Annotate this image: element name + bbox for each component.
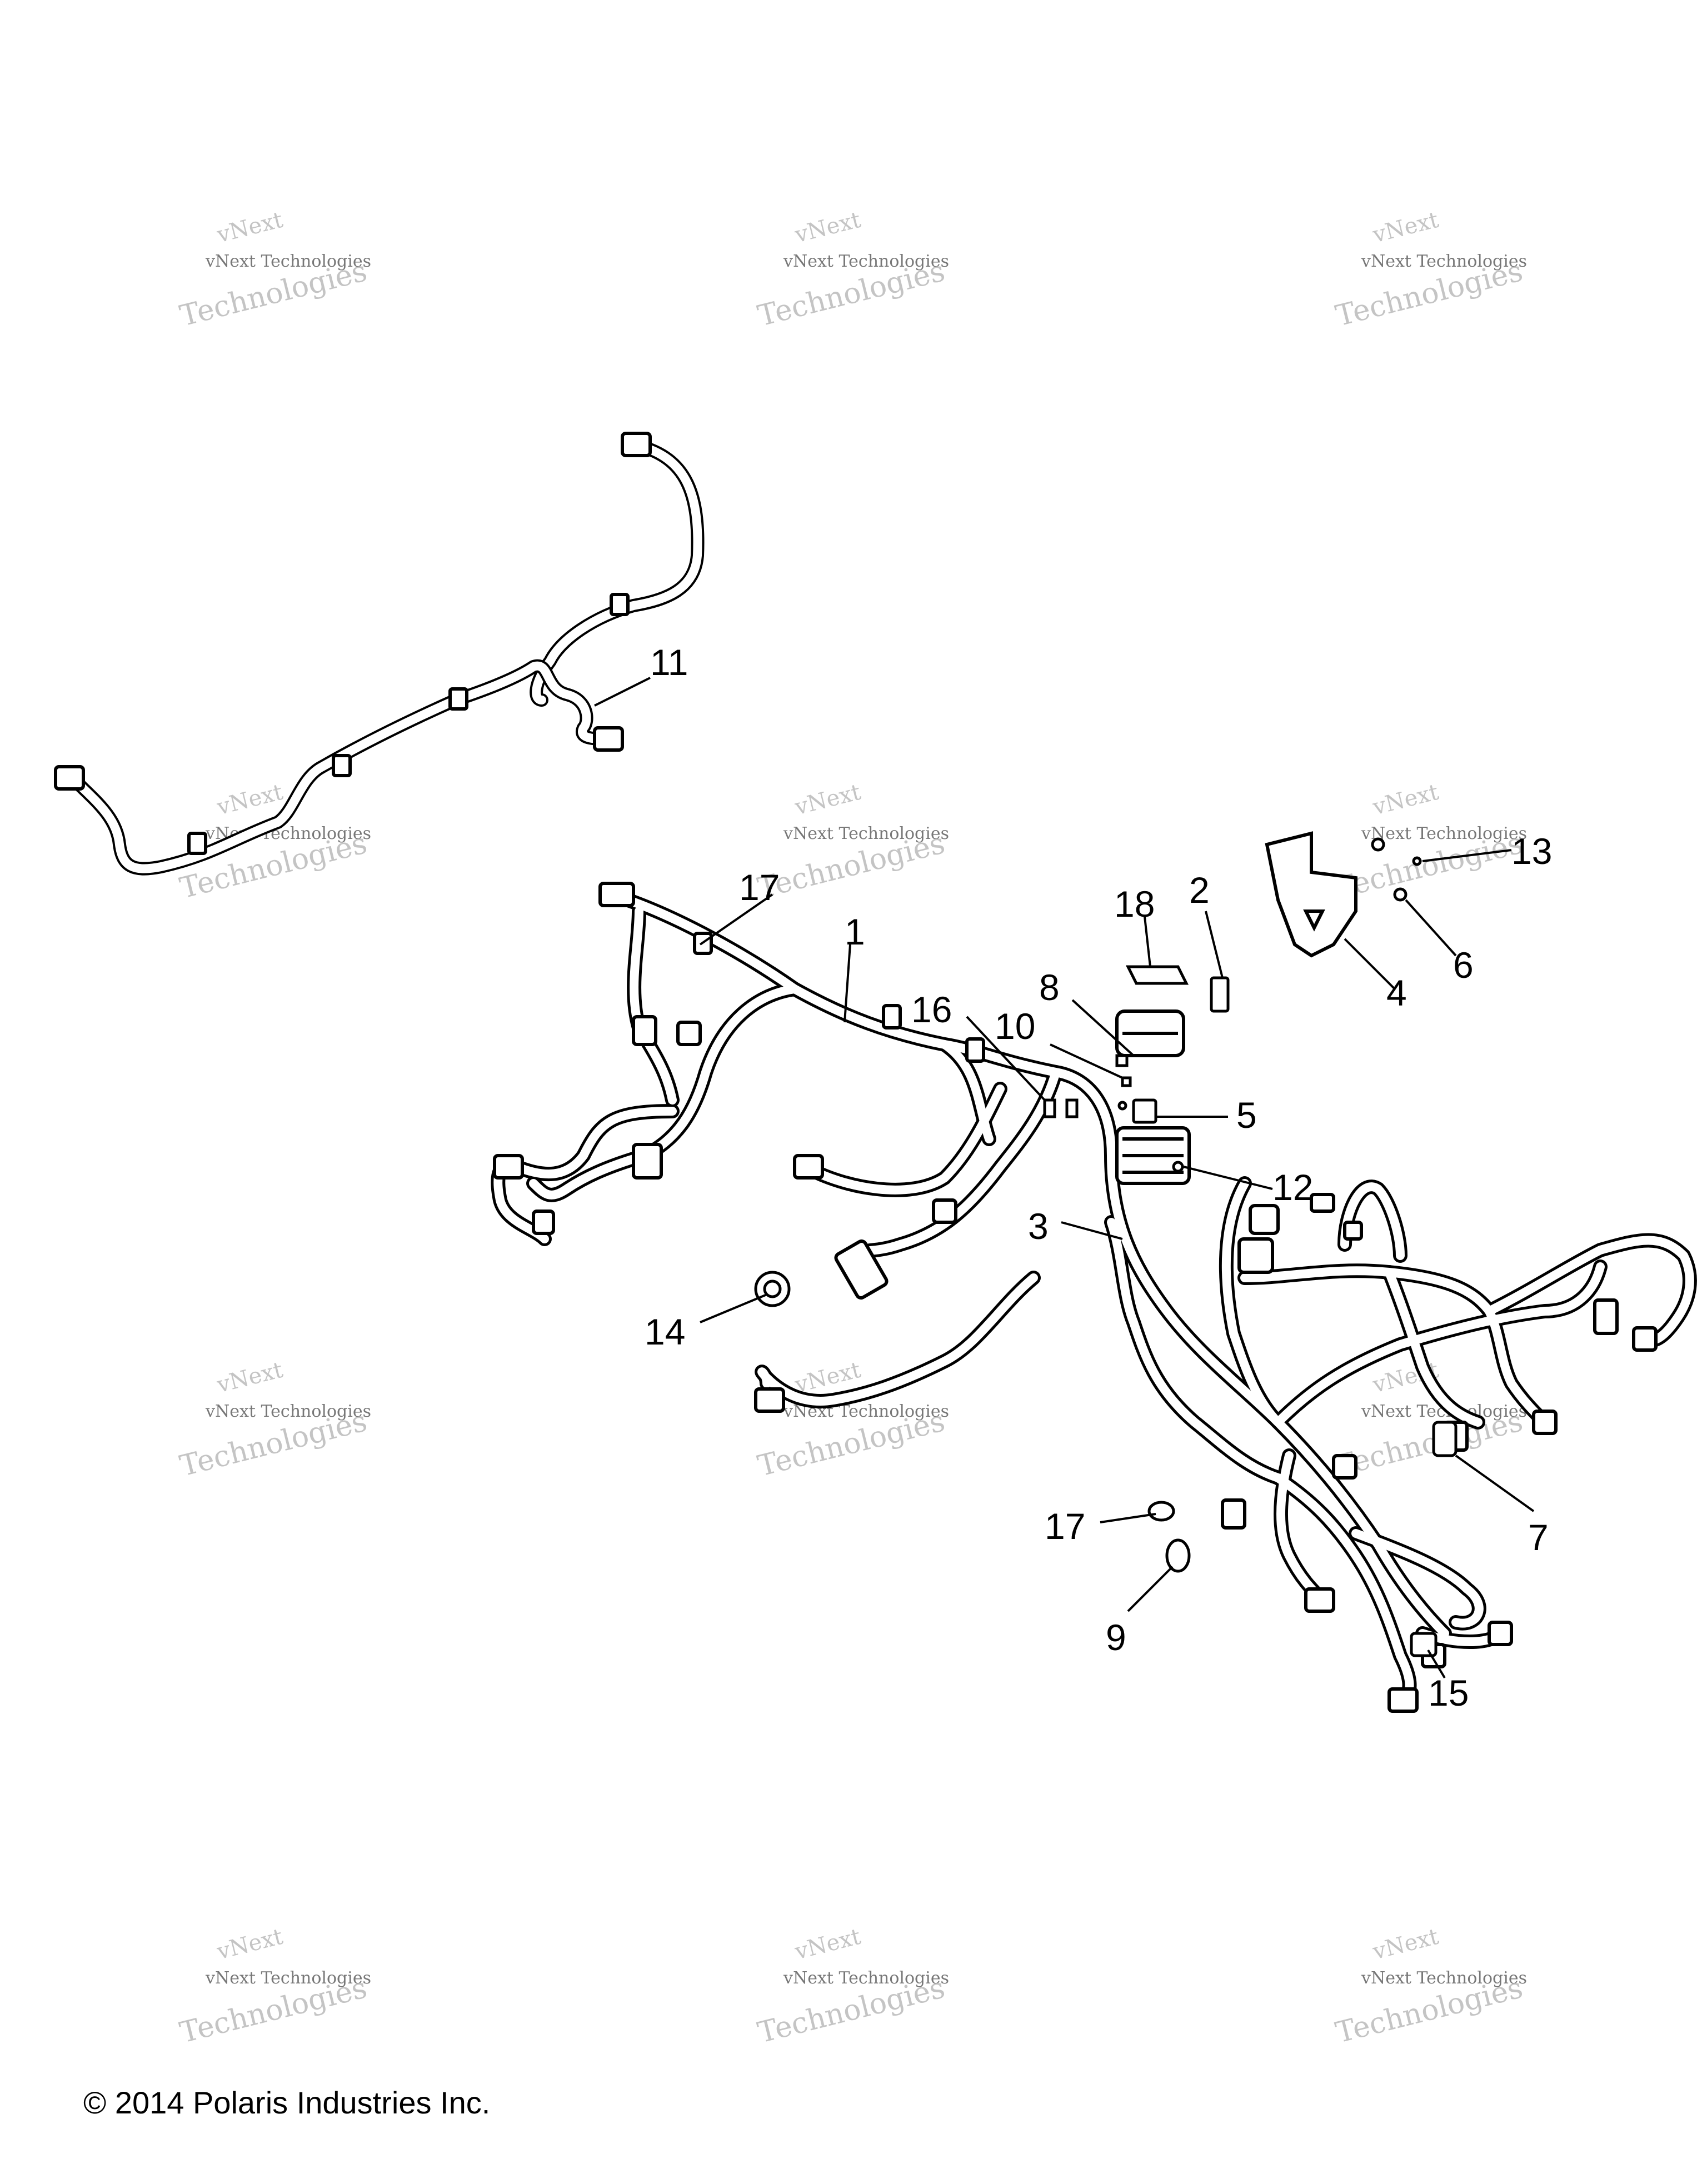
watermark: vNext vNext Technologies Technologies <box>177 207 371 333</box>
switch-icon <box>1410 1632 1438 1657</box>
svg-text:vNext: vNext <box>214 207 285 248</box>
sensor-icon <box>1432 1421 1458 1457</box>
fuse-box <box>1115 1009 1191 1185</box>
watermark: vNext vNext Technologies Technologies <box>755 1924 949 2050</box>
callout-14: 14 <box>645 1311 685 1352</box>
svg-text:vNext: vNext <box>214 1357 285 1398</box>
nut-icon <box>1393 887 1407 902</box>
svg-text:vNext: vNext <box>1370 779 1441 821</box>
callout-17: 17 <box>1045 1506 1085 1547</box>
small-parts <box>754 837 1458 1657</box>
svg-text:vNext Technologies: vNext Technologies <box>205 252 371 271</box>
svg-text:vNext Technologies: vNext Technologies <box>783 824 949 843</box>
leader-lines <box>594 677 1535 1679</box>
mini-fuse-icon <box>1210 976 1230 1013</box>
watermark: vNext vNext Technologies Technologies <box>1332 779 1527 906</box>
clip-icon <box>1165 1538 1191 1573</box>
callout-4: 4 <box>1386 972 1407 1013</box>
cable-tie-icon <box>1147 1501 1175 1522</box>
copyright-notice: © 2014 Polaris Industries Inc. <box>83 2085 491 2120</box>
watermark-group: vNext vNext Technologies Technologies vN… <box>177 207 1527 2050</box>
callout-15: 15 <box>1428 1672 1469 1713</box>
rear-harness <box>54 432 705 876</box>
watermark: vNext vNext Technologies Technologies <box>755 207 949 333</box>
terminal-icon <box>1121 1076 1132 1087</box>
callout-12: 12 <box>1272 1167 1313 1208</box>
callout-5: 5 <box>1236 1095 1257 1136</box>
relay-icon <box>1132 1098 1157 1124</box>
svg-text:vNext: vNext <box>214 779 285 821</box>
screw-icon <box>1117 1101 1127 1111</box>
svg-text:vNext: vNext <box>792 779 863 821</box>
callout-8: 8 <box>1039 967 1060 1008</box>
watermark: vNext vNext Technologies Technologies <box>1332 1924 1527 2050</box>
svg-text:vNext Technologies: vNext Technologies <box>783 1968 949 1988</box>
svg-text:vNext: vNext <box>214 1924 285 1965</box>
callout-1: 1 <box>845 911 865 952</box>
svg-text:vNext Technologies: vNext Technologies <box>1361 824 1527 843</box>
svg-text:vNext Technologies: vNext Technologies <box>205 1402 371 1421</box>
callout-2: 2 <box>1189 869 1210 911</box>
svg-text:vNext: vNext <box>792 1924 863 1965</box>
fuse-label <box>1125 965 1189 985</box>
svg-text:vNext Technologies: vNext Technologies <box>1361 1968 1527 1988</box>
fuse-clip-icon <box>1065 1098 1079 1118</box>
svg-text:vNext: vNext <box>792 207 863 248</box>
terminal-icon <box>1115 1054 1129 1067</box>
watermark: vNext vNext Technologies Technologies <box>755 779 949 906</box>
svg-text:vNext Technologies: vNext Technologies <box>783 252 949 271</box>
svg-text:vNext Technologies: vNext Technologies <box>1361 252 1527 271</box>
svg-text:vNext: vNext <box>1370 1924 1441 1965</box>
grommet-icon <box>763 1280 782 1298</box>
svg-text:vNext Technologies: vNext Technologies <box>205 1968 371 1988</box>
watermark: vNext vNext Technologies Technologies <box>177 1357 371 1483</box>
screw-icon <box>1412 856 1422 866</box>
callout-17: 17 <box>739 867 780 908</box>
callout-10: 10 <box>995 1006 1035 1047</box>
callout-13: 13 <box>1511 831 1552 872</box>
callout-18: 18 <box>1114 883 1155 924</box>
callout-3: 3 <box>1028 1206 1049 1247</box>
callout-6: 6 <box>1453 944 1474 986</box>
svg-text:vNext: vNext <box>1370 207 1441 248</box>
callout-9: 9 <box>1106 1617 1126 1658</box>
main-harness <box>493 882 1690 1713</box>
mounting-bracket <box>1265 831 1357 958</box>
screw-icon <box>1172 1161 1184 1173</box>
callout-7: 7 <box>1528 1517 1549 1558</box>
watermark: vNext vNext Technologies Technologies <box>177 1924 371 2050</box>
connector-icon <box>54 432 652 855</box>
fuse-clip-icon <box>1043 1098 1056 1118</box>
callout-16: 16 <box>911 989 952 1030</box>
callout-11: 11 <box>650 642 688 683</box>
connector-icon <box>493 882 1658 1713</box>
bolt-icon <box>1371 837 1385 852</box>
watermark: vNext vNext Technologies Technologies <box>1332 207 1527 333</box>
callout-labels: 1 2 3 4 5 6 7 8 9 10 11 12 13 14 15 16 1… <box>645 642 1552 1713</box>
